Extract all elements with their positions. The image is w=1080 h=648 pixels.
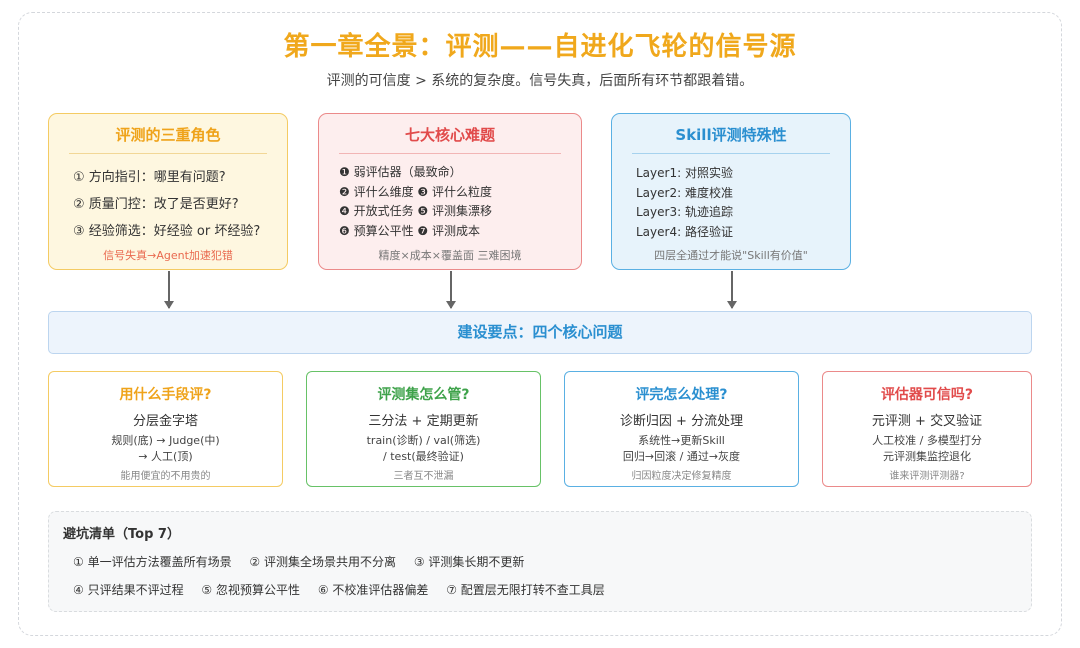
arrow-down-icon <box>447 271 455 309</box>
difficulties-card-footer: 精度×成本×覆盖面 三难困境 <box>378 249 522 262</box>
skill-layer-item: Layer1: 对照实验 <box>636 166 733 180</box>
question-detail-line: 规则(底) → Judge(中) <box>111 434 220 447</box>
skill-layer-list: Layer1: 对照实验 Layer2: 难度校准 Layer3: 轨迹追踪 L… <box>626 164 836 242</box>
question-detail-line: 系统性→更新Skill <box>638 434 725 447</box>
pitfalls-row: ① 单一评估方法覆盖所有场景 ② 评测集全场景共用不分离 ③ 评测集长期不更新 <box>63 553 1017 570</box>
page-title: 第一章全景：评测——自进化飞轮的信号源 <box>283 32 797 62</box>
pitfall-item: ② 评测集全场景共用不分离 <box>249 555 396 569</box>
question-detail: train(诊断) / val(筛选) / test(最终验证) <box>307 433 540 465</box>
question-note: 三者互不泄漏 <box>393 471 454 482</box>
arrow-down-icon <box>728 271 736 309</box>
key-points-banner: 建设要点：四个核心问题 <box>48 311 1032 354</box>
pitfall-item: ③ 评测集长期不更新 <box>413 555 525 569</box>
question-detail-line: / test(最终验证) <box>383 450 464 463</box>
skill-card: Skill评测特殊性 Layer1: 对照实验 Layer2: 难度校准 Lay… <box>611 113 851 270</box>
skill-card-footer: 四层全通过才能说"Skill有价值" <box>654 249 808 262</box>
question-subtitle: 诊断归因 + 分流处理 <box>619 414 744 429</box>
arrow-down-icon <box>165 271 173 309</box>
difficulties-row: ❷ 评什么维度 ❸ 评什么粒度 <box>339 184 492 199</box>
roles-card: 评测的三重角色 ① 方向指引：哪里有问题? ② 质量门控：改了是否更好? ③ 经… <box>48 113 288 270</box>
question-detail: 系统性→更新Skill 回归→回滚 / 通过→灰度 <box>565 433 798 465</box>
question-detail-line: 人工校准 / 多模型打分 <box>872 434 982 447</box>
question-card-evaluator: 评估器可信吗? 元评测 + 交叉验证 人工校准 / 多模型打分 元评测集监控退化… <box>822 371 1032 487</box>
question-note: 归因粒度决定修复精度 <box>631 471 732 482</box>
question-subtitle: 三分法 + 定期更新 <box>368 414 479 429</box>
question-note: 能用便宜的不用贵的 <box>120 471 211 482</box>
skill-layer-item: Layer3: 轨迹追踪 <box>636 205 733 219</box>
question-card-dataset: 评测集怎么管? 三分法 + 定期更新 train(诊断) / val(筛选) /… <box>306 371 541 487</box>
question-title: 用什么手段评? <box>119 387 212 403</box>
pitfalls-panel: 避坑清单（Top 7） ① 单一评估方法覆盖所有场景 ② 评测集全场景共用不分离… <box>48 511 1032 612</box>
question-detail-line: train(诊断) / val(筛选) <box>366 434 481 447</box>
difficulties-row: ❻ 预算公平性 ❼ 评测成本 <box>339 223 480 238</box>
roles-card-title: 评测的三重角色 <box>69 124 267 154</box>
skill-layer-item: Layer2: 难度校准 <box>636 185 733 200</box>
roles-item: ③ 经验筛选：好经验 or 坏经验? <box>73 224 261 239</box>
pitfall-item: ⑤ 忽视预算公平性 <box>201 583 300 597</box>
question-detail: 规则(底) → Judge(中) → 人工(顶) <box>49 433 282 465</box>
question-detail-line: → 人工(顶) <box>138 450 193 463</box>
pitfalls-title: 避坑清单（Top 7） <box>63 527 180 542</box>
question-detail-line: 回归→回滚 / 通过→灰度 <box>622 450 741 463</box>
question-title: 评测集怎么管? <box>377 387 470 403</box>
question-card-handling: 评完怎么处理? 诊断归因 + 分流处理 系统性→更新Skill 回归→回滚 / … <box>564 371 799 487</box>
page-subtitle: 评测的可信度 > 系统的复杂度。信号失真，后面所有环节都跟着错。 <box>326 73 754 89</box>
question-card-methods: 用什么手段评? 分层金字塔 规则(底) → Judge(中) → 人工(顶) 能… <box>48 371 283 487</box>
skill-card-title: Skill评测特殊性 <box>632 124 830 154</box>
difficulties-list: ❶ 弱评估器（最致命） ❷ 评什么维度 ❸ 评什么粒度 ❹ 开放式任务 ❺ 评测… <box>333 163 567 241</box>
pitfall-item: ④ 只评结果不评过程 <box>73 583 184 597</box>
roles-item: ② 质量门控：改了是否更好? <box>73 197 239 212</box>
question-detail: 人工校准 / 多模型打分 元评测集监控退化 <box>823 433 1031 465</box>
pitfall-item: ① 单一评估方法覆盖所有场景 <box>73 555 232 569</box>
question-detail-line: 元评测集监控退化 <box>883 450 971 463</box>
pitfall-item: ⑦ 配置层无限打转不查工具层 <box>446 583 605 597</box>
question-subtitle: 元评测 + 交叉验证 <box>871 414 983 429</box>
roles-list: ① 方向指引：哪里有问题? ② 质量门控：改了是否更好? ③ 经验筛选：好经验 … <box>63 164 273 245</box>
roles-card-footer: 信号失真→Agent加速犯错 <box>103 249 233 262</box>
difficulties-row: ❹ 开放式任务 ❺ 评测集漂移 <box>339 204 492 218</box>
question-title: 评估器可信吗? <box>880 387 974 403</box>
skill-layer-item: Layer4: 路径验证 <box>636 224 733 239</box>
roles-item: ① 方向指引：哪里有问题? <box>73 170 226 185</box>
question-note: 谁来评测评测器? <box>889 471 965 482</box>
question-title: 评完怎么处理? <box>635 387 728 403</box>
difficulties-row: ❶ 弱评估器（最致命） <box>339 165 462 179</box>
difficulties-card: 七大核心难题 ❶ 弱评估器（最致命） ❷ 评什么维度 ❸ 评什么粒度 ❹ 开放式… <box>318 113 582 270</box>
pitfalls-row: ④ 只评结果不评过程 ⑤ 忽视预算公平性 ⑥ 不校准评估器偏差 ⑦ 配置层无限打… <box>63 581 1017 598</box>
difficulties-card-title: 七大核心难题 <box>339 124 561 154</box>
pitfall-item: ⑥ 不校准评估器偏差 <box>317 583 429 597</box>
question-subtitle: 分层金字塔 <box>132 414 198 429</box>
